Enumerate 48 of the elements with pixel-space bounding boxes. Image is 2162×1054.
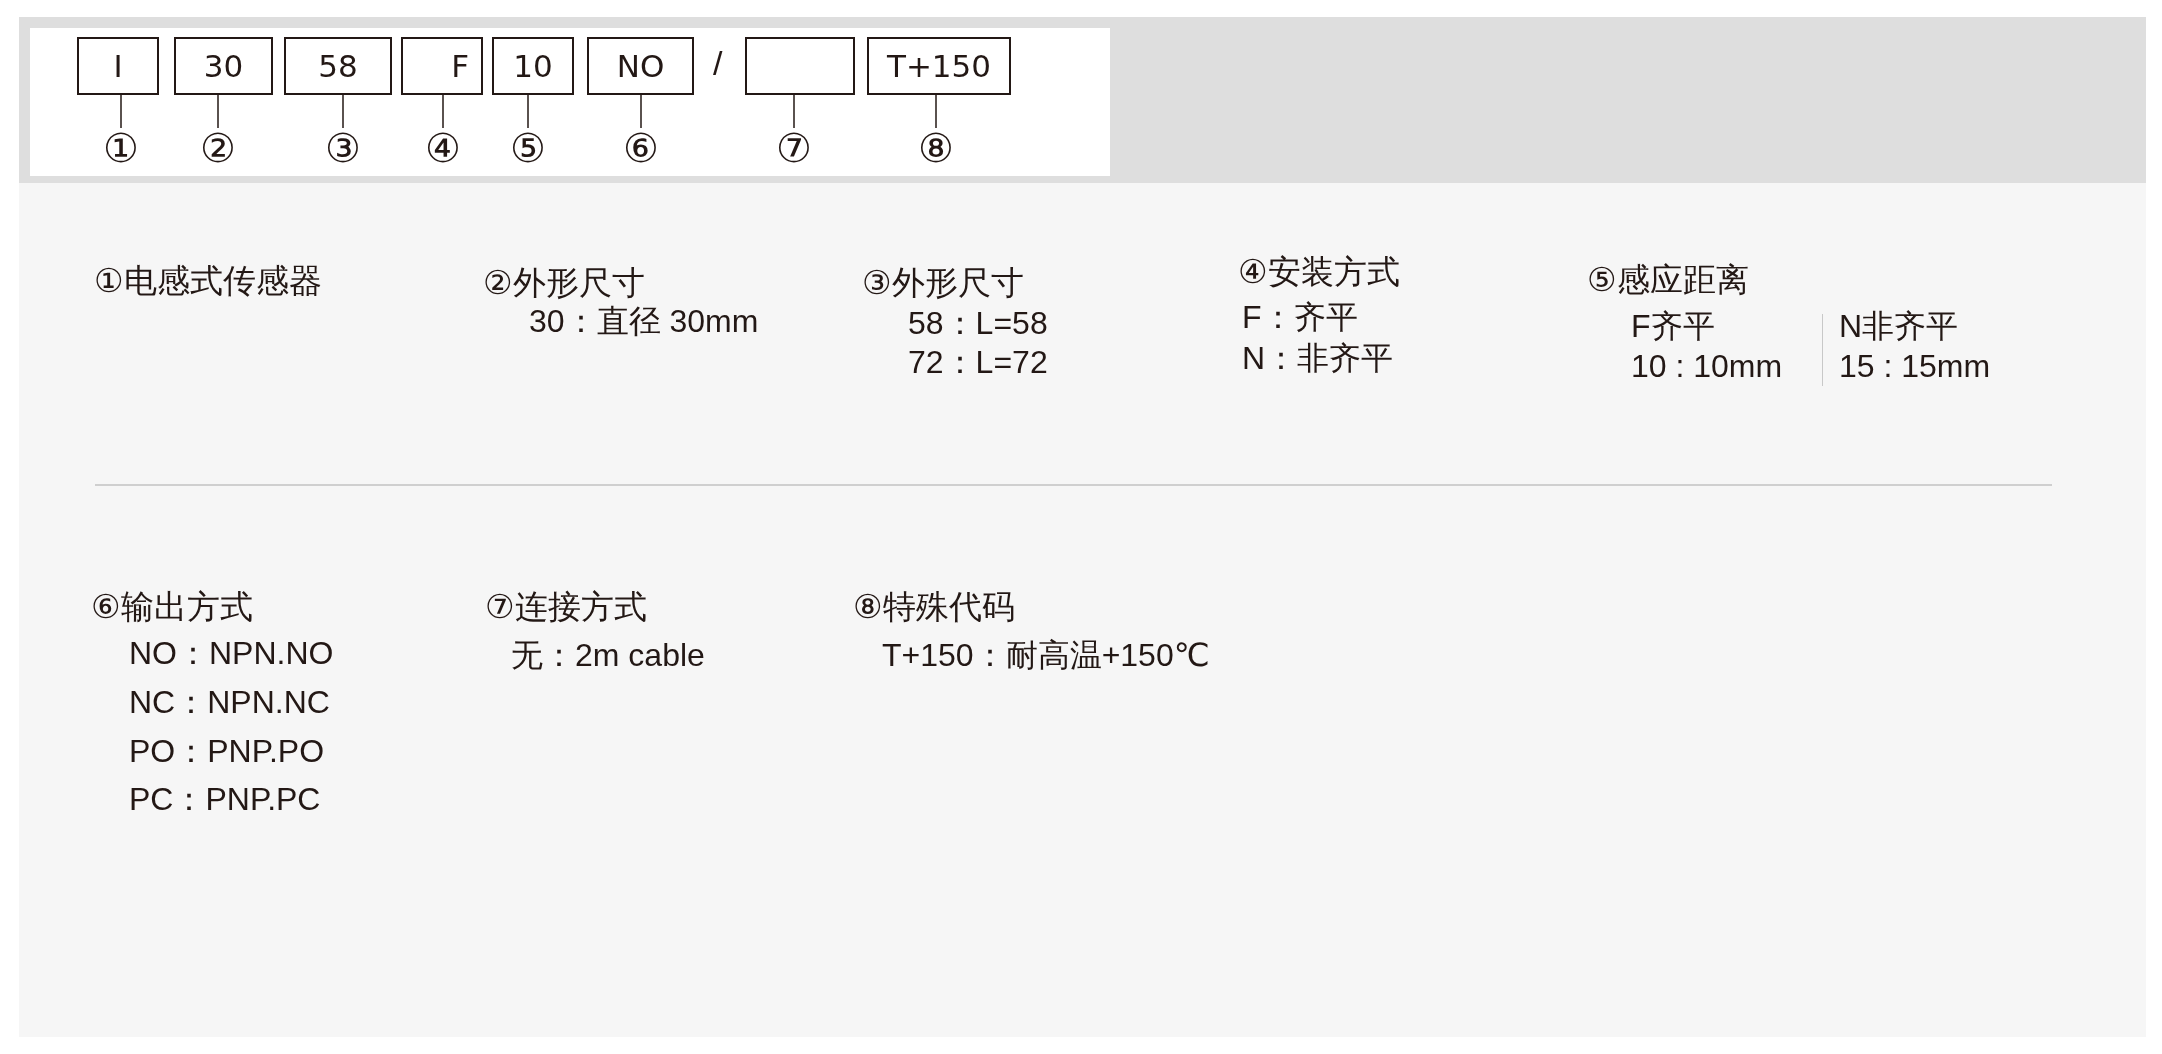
callout-number: ⑦ bbox=[774, 128, 814, 168]
section-heading: ⑦连接方式 bbox=[485, 588, 647, 626]
option-text: NO：NPN.NO bbox=[129, 635, 334, 672]
leader-line bbox=[640, 94, 642, 129]
code-box: 10 bbox=[492, 37, 574, 95]
leader-line bbox=[342, 94, 344, 129]
leader-line bbox=[217, 94, 219, 129]
code-box: 30 bbox=[174, 37, 273, 95]
section-heading: ⑧特殊代码 bbox=[853, 588, 1015, 626]
section-heading: ①电感式传感器 bbox=[94, 262, 322, 300]
option-text: PO：PNP.PO bbox=[129, 733, 325, 770]
section-heading: ⑤感应距离 bbox=[1587, 261, 1749, 299]
option-text: N非齐平 bbox=[1839, 308, 1959, 345]
leader-line bbox=[527, 94, 529, 129]
option-text: PC：PNP.PC bbox=[129, 781, 321, 818]
leader-line bbox=[935, 94, 937, 129]
separator-text: / bbox=[713, 44, 723, 84]
leader-line bbox=[120, 94, 122, 129]
section-heading: ②外形尺寸 bbox=[483, 264, 645, 302]
callout-number: ⑧ bbox=[916, 128, 956, 168]
code-box: F bbox=[401, 37, 483, 95]
option-text: T+150：耐高温+150℃ bbox=[882, 637, 1210, 674]
callout-number: ⑤ bbox=[508, 128, 548, 168]
code-box: NO bbox=[587, 37, 694, 95]
leader-line bbox=[442, 94, 444, 129]
option-text: N：非齐平 bbox=[1242, 340, 1394, 377]
code-box: T+150 bbox=[867, 37, 1011, 95]
section-heading: ③外形尺寸 bbox=[862, 264, 1024, 302]
leader-line bbox=[793, 94, 795, 129]
callout-number: ④ bbox=[423, 128, 463, 168]
code-box: I bbox=[77, 37, 159, 95]
option-text: 58：L=58 bbox=[908, 305, 1048, 342]
option-text: 30：直径 30mm bbox=[529, 303, 759, 340]
option-text: 10 : 10mm bbox=[1631, 348, 1783, 385]
callout-number: ② bbox=[198, 128, 238, 168]
option-text: F齐平 bbox=[1631, 308, 1715, 345]
callout-number: ① bbox=[101, 128, 141, 168]
option-text: F：齐平 bbox=[1242, 299, 1358, 336]
code-box bbox=[745, 37, 855, 95]
option-text: NC：NPN.NC bbox=[129, 684, 330, 721]
callout-number: ③ bbox=[323, 128, 363, 168]
section-heading: ④安装方式 bbox=[1238, 253, 1400, 291]
option-text: 无：2m cable bbox=[511, 637, 705, 674]
option-text: 72：L=72 bbox=[908, 344, 1048, 381]
callout-number: ⑥ bbox=[621, 128, 661, 168]
code-box: 58 bbox=[284, 37, 392, 95]
option-text: 15 : 15mm bbox=[1839, 348, 1991, 385]
section-heading: ⑥输出方式 bbox=[91, 588, 253, 626]
